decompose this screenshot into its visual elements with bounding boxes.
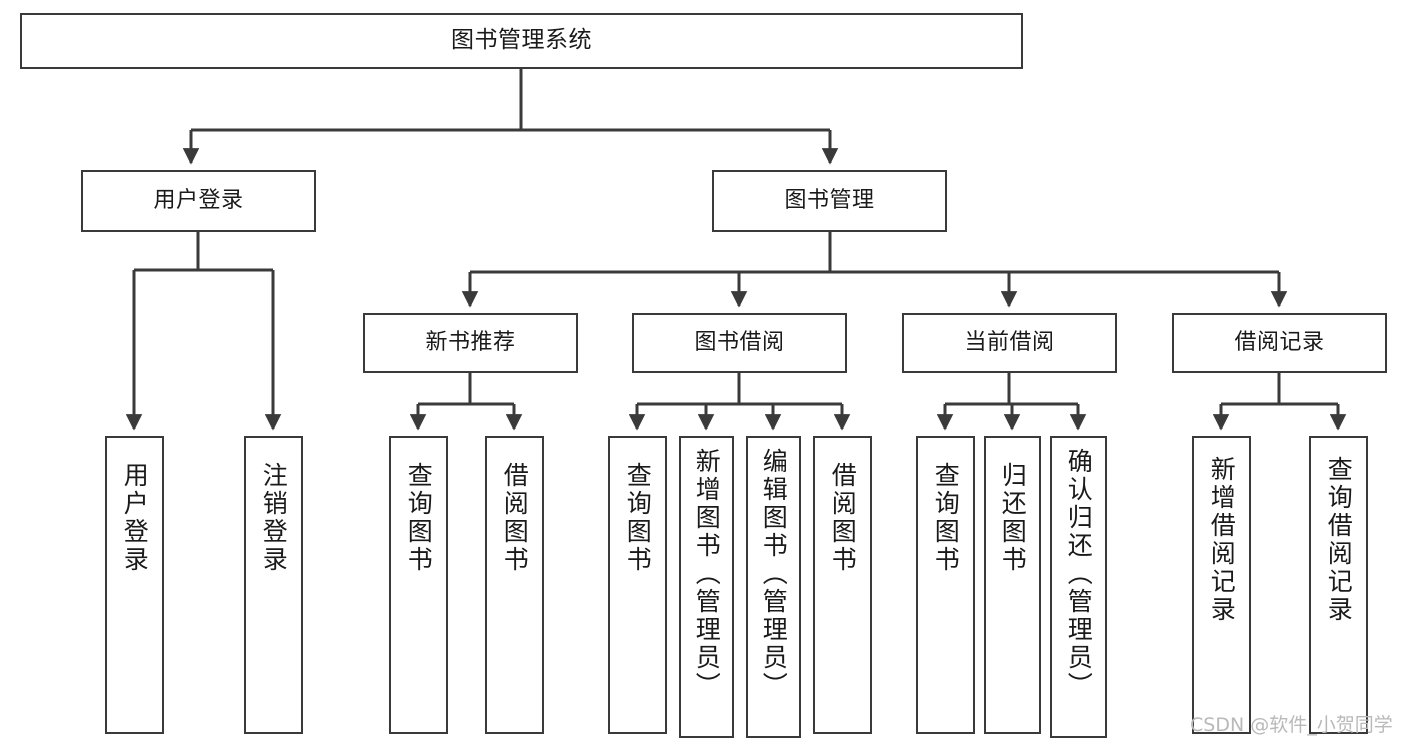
node-leaf-query-book-1-label: 查询图书 [404,462,434,574]
node-leaf-logout[interactable]: 注销登录 [244,436,303,734]
node-leaf-query-book-2[interactable]: 查询图书 [608,436,667,734]
node-leaf-user-login[interactable]: 用户登录 [105,436,164,734]
node-book-borrow[interactable]: 图书借阅 [632,313,847,373]
node-user-login[interactable]: 用户登录 [81,170,316,232]
csdn-watermark: CSDN @软件_小贺同学 [1190,714,1393,736]
node-leaf-query-record-label: 查询借阅记录 [1324,456,1354,624]
node-leaf-edit-book-label: 编辑图书（管理员） [759,448,789,700]
node-leaf-add-book[interactable]: 新增图书（管理员） [679,436,734,738]
node-leaf-query-book-3-label: 查询图书 [931,462,961,574]
node-leaf-logout-label: 注销登录 [259,462,289,574]
node-leaf-query-book-3[interactable]: 查询图书 [916,436,975,734]
node-leaf-confirm-return[interactable]: 确认归还（管理员） [1050,436,1107,738]
node-root-label: 图书管理系统 [451,27,592,54]
node-user-login-label: 用户登录 [153,188,244,214]
node-current-borrow-label: 当前借阅 [964,330,1055,356]
node-leaf-confirm-return-label: 确认归还（管理员） [1064,448,1094,700]
node-leaf-borrow-book-2-label: 借阅图书 [828,462,858,574]
node-leaf-add-record[interactable]: 新增借阅记录 [1192,436,1251,734]
node-leaf-return-book-label: 归还图书 [998,462,1028,574]
node-book-manage[interactable]: 图书管理 [712,170,947,232]
node-leaf-user-login-label: 用户登录 [120,462,150,574]
node-leaf-return-book[interactable]: 归还图书 [984,436,1041,734]
node-current-borrow[interactable]: 当前借阅 [902,313,1117,373]
node-new-book-recommend-label: 新书推荐 [425,330,516,356]
node-borrow-record[interactable]: 借阅记录 [1172,313,1387,373]
node-leaf-add-record-label: 新增借阅记录 [1207,456,1237,624]
node-leaf-edit-book[interactable]: 编辑图书（管理员） [746,436,801,738]
node-leaf-add-book-label: 新增图书（管理员） [692,448,722,700]
node-leaf-borrow-book-1-label: 借阅图书 [500,462,530,574]
node-leaf-borrow-book-1[interactable]: 借阅图书 [485,436,544,734]
node-book-borrow-label: 图书借阅 [694,330,785,356]
node-root[interactable]: 图书管理系统 [20,13,1023,69]
node-leaf-query-book-1[interactable]: 查询图书 [389,436,448,734]
node-leaf-borrow-book-2[interactable]: 借阅图书 [813,436,872,734]
node-leaf-query-record[interactable]: 查询借阅记录 [1309,436,1368,734]
node-leaf-query-book-2-label: 查询图书 [623,462,653,574]
node-borrow-record-label: 借阅记录 [1234,330,1325,356]
node-book-manage-label: 图书管理 [784,188,875,214]
node-new-book-recommend[interactable]: 新书推荐 [363,313,578,373]
